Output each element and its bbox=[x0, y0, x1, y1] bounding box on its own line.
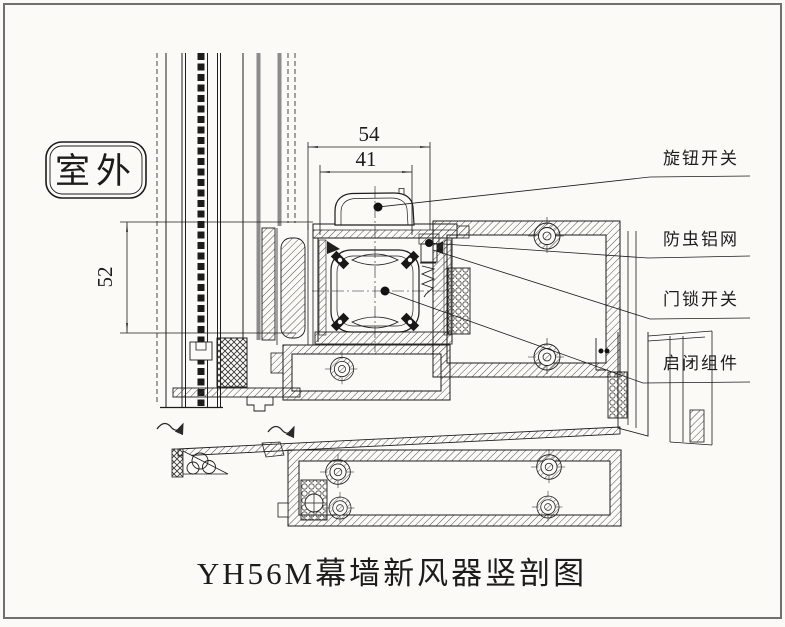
leader-insect-mesh bbox=[428, 242, 751, 259]
flow-arrow-icon bbox=[156, 422, 184, 436]
callout-leaders bbox=[377, 175, 751, 384]
leader-knob-switch bbox=[377, 175, 751, 208]
sill-profile bbox=[277, 448, 622, 527]
dimension-41: 41 bbox=[319, 147, 413, 235]
foam-insulation-strip bbox=[607, 371, 628, 419]
callout-insect-mesh: 防虫铝网 bbox=[663, 230, 739, 249]
outdoor-label-box: 室外 bbox=[45, 141, 147, 199]
mullion-box-profile bbox=[432, 216, 637, 428]
dim-value-inner-width: 41 bbox=[356, 147, 377, 171]
foam-insulation-strip bbox=[447, 267, 471, 335]
dim-value-device-height: 52 bbox=[93, 267, 117, 288]
setting-block bbox=[216, 337, 248, 388]
screw-boss bbox=[324, 351, 360, 387]
flow-arrow-icon bbox=[267, 425, 295, 439]
callout-lock-switch: 门锁开关 bbox=[663, 290, 739, 309]
sash-assembly bbox=[595, 330, 713, 446]
glazing-bottom-support bbox=[172, 337, 301, 412]
callout-knob-switch: 旋钮开关 bbox=[663, 149, 739, 168]
callout-open-close-assembly: 启闭组件 bbox=[663, 354, 739, 373]
dim-value-outer-width: 54 bbox=[359, 122, 381, 146]
airflow-arrows bbox=[156, 422, 295, 439]
drawing-title: YH56M幕墙新风器竖剖图 bbox=[197, 556, 587, 591]
leader-lock-switch bbox=[432, 249, 751, 320]
knob-dome bbox=[334, 188, 415, 226]
outdoor-label: 室外 bbox=[55, 152, 137, 191]
transom-profile bbox=[270, 344, 451, 401]
leader-open-close bbox=[384, 290, 751, 384]
dimension-52: 52 bbox=[93, 221, 313, 334]
sloped-flashing bbox=[171, 426, 621, 478]
callout-labels: 旋钮开关 防虫铝网 门锁开关 启闭组件 bbox=[663, 149, 739, 373]
jamb-profile bbox=[261, 224, 314, 345]
bottom-plate bbox=[314, 331, 453, 345]
sheet-border bbox=[3, 3, 782, 619]
dimension-54: 54 bbox=[307, 122, 431, 230]
